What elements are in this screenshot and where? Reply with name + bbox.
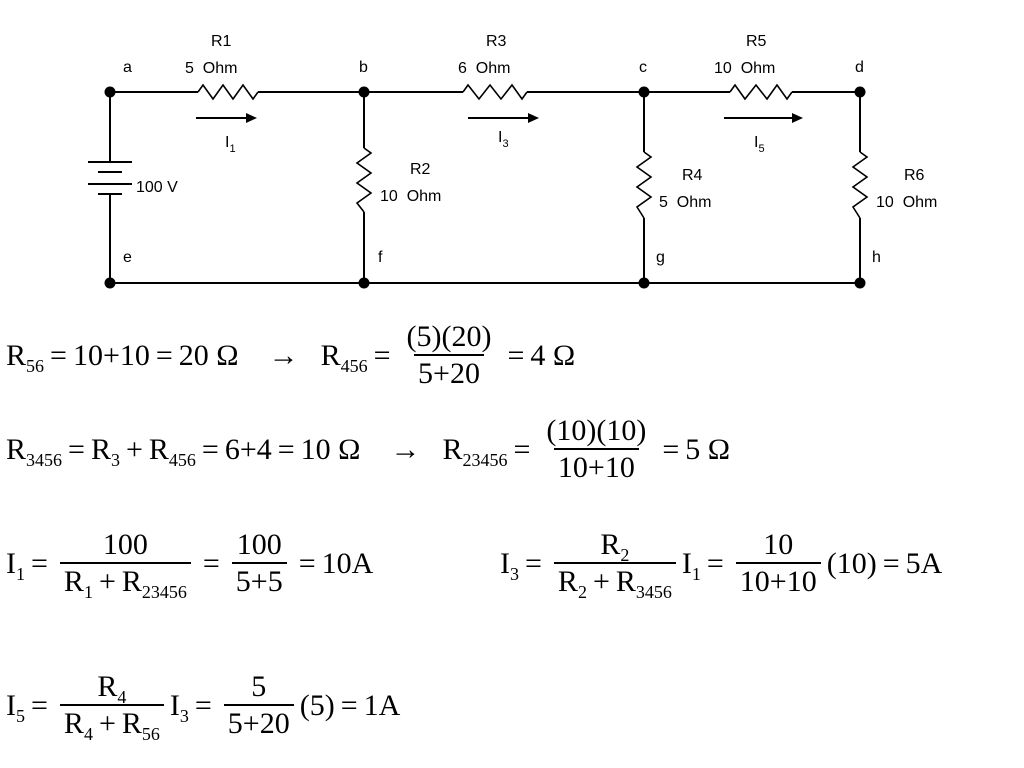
resistor-r6: [851, 151, 869, 219]
eq4-result: 5A: [905, 547, 943, 580]
r3-name: R3: [486, 33, 507, 50]
equation-i1: I1 = 100 R1+R23456 = 100 5+5 = 10A: [6, 528, 374, 602]
equation-r56-r456: R56 = 10+10 = 20 Ω → R456 = (5)(20) 5+20…: [6, 320, 576, 390]
r6-name: R6: [904, 167, 925, 184]
r5-value: 10 Ohm: [714, 60, 775, 77]
implies-arrow: →: [390, 433, 421, 466]
eq3-fraction: 100 R1+R23456: [59, 528, 191, 601]
circuit-diagram: a b c d e f g h 100 V R1 5 Ohm R3 6 Ohm …: [88, 33, 937, 289]
r3-value: 6 Ohm: [458, 60, 510, 77]
resistor-r2: [355, 147, 373, 213]
current-arrow-i5: [724, 113, 803, 123]
node-label-a: a: [123, 59, 132, 76]
r5-name: R5: [746, 33, 767, 50]
eq1-result: 20 Ω: [178, 339, 239, 372]
resistor-r5: [729, 83, 793, 101]
source-voltage-label: 100 V: [136, 179, 178, 196]
current-arrow-i1: [196, 113, 257, 123]
eq5-fraction2: 5 5+20: [223, 670, 294, 742]
node-label-h: h: [872, 249, 881, 266]
node-label-b: b: [359, 59, 368, 76]
eq2-result2: 5 Ω: [685, 433, 731, 466]
current-arrow-i3: [468, 113, 539, 123]
r1-name: R1: [211, 33, 232, 50]
eq3-fraction2: 100 5+5: [231, 528, 287, 600]
resistor-r1: [197, 83, 259, 101]
eq1-result2: 4 Ω: [530, 339, 576, 372]
node-label-c: c: [639, 59, 647, 76]
current-label-i5: I5: [754, 134, 765, 155]
equation-r3456-r23456: R3456 = R3 + R456 = 6+4 = 10 Ω → R23456 …: [6, 414, 731, 484]
eq1-lhs: R56: [6, 339, 45, 376]
r4-value: 5 Ohm: [659, 194, 711, 211]
eq1-lhs2: R456: [320, 339, 368, 376]
eq4-fraction: R2 R2+R3456: [553, 528, 676, 601]
r1-value: 5 Ohm: [185, 60, 237, 77]
eq2-fraction: (10)(10) 10+10: [546, 414, 647, 484]
r6-value: 10 Ohm: [876, 194, 937, 211]
eq4-fraction2: 10 10+10: [735, 528, 821, 600]
node-label-d: d: [855, 59, 864, 76]
current-label-i1: I1: [225, 134, 236, 155]
wires: [109, 91, 861, 284]
eq3-result: 10A: [321, 547, 374, 580]
resistor-r4: [635, 151, 653, 219]
r2-name: R2: [410, 161, 431, 178]
junction-nodes: [104, 86, 866, 289]
equation-i3: I3 = R2 R2+R3456 I1 = 10 10+10 (10) = 5A: [500, 528, 943, 602]
node-label-g: g: [656, 249, 665, 266]
eq2-result: 10 Ω: [300, 433, 361, 466]
eq5-fraction: R4 R4+R56: [59, 670, 164, 743]
battery-symbol: [88, 161, 132, 202]
current-label-i3: I3: [498, 129, 509, 150]
equation-i5: I5 = R4 R4+R56 I3 = 5 5+20 (5) = 1A: [6, 670, 401, 744]
r2-value: 10 Ohm: [380, 188, 441, 205]
node-label-e: e: [123, 249, 132, 266]
resistor-r3: [462, 83, 528, 101]
node-label-f: f: [378, 249, 383, 266]
eq1-fraction: (5)(20) 5+20: [406, 320, 492, 390]
r4-name: R4: [682, 167, 703, 184]
eq5-result: 1A: [363, 689, 401, 722]
implies-arrow: →: [268, 339, 299, 372]
